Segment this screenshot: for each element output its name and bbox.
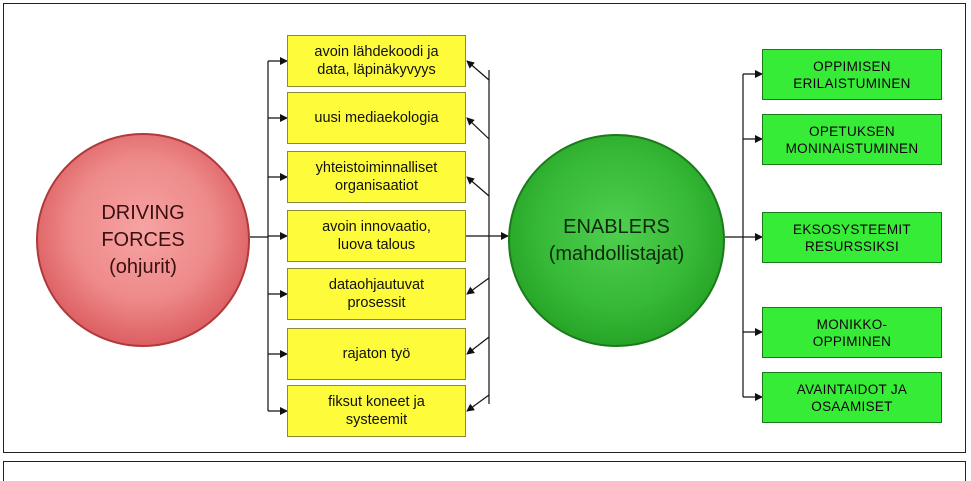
force-box: rajaton työ [287,328,466,380]
outcome-text: OPPIMINEN [812,333,892,349]
force-text: avoin innovaatio, [322,219,431,235]
force-text: yhteistoiminnalliset [315,160,438,176]
outcome-box: AVAINTAIDOT JA OSAAMISET [762,372,942,423]
enablers-label: ENABLERS [563,215,670,238]
force-box: dataohjautuvat prosessit [287,268,466,320]
driving-forces-circle: DRIVING FORCES (ohjurit) [36,133,250,347]
driving-forces-label: DRIVING [101,201,185,224]
outcome-box: EKSOSYSTEEMIT RESURSSIKSI [762,212,942,263]
driving-forces-label: FORCES [101,228,185,251]
force-box: avoin lähdekoodi ja data, läpinäkyvyys [287,35,466,87]
outcome-text: RESURSSIKSI [804,238,900,254]
enablers-sublabel: (mahdollistajat) [548,242,685,265]
force-box: avoin innovaatio, luova talous [287,210,466,262]
force-text: data, läpinäkyvyys [317,62,436,78]
outcome-text: MONINAISTUMINEN [785,140,919,156]
outcome-box: OPPIMISEN ERILAISTUMINEN [762,49,942,100]
outcome-text: OPETUKSEN [809,123,895,139]
force-text: fiksut koneet ja [328,394,425,410]
outcome-box: OPETUKSEN MONINAISTUMINEN [762,114,942,165]
outcome-text: EKSOSYSTEEMIT [793,221,911,237]
force-text: systeemit [345,412,408,428]
force-text: uusi mediaekologia [314,110,439,126]
outcome-text: OPPIMISEN [813,58,891,74]
force-text: organisaatiot [334,178,419,194]
outcome-box: MONIKKO- OPPIMINEN [762,307,942,358]
enablers-circle: ENABLERS (mahdollistajat) [508,134,725,347]
driving-forces-sublabel: (ohjurit) [109,255,177,278]
force-text: avoin lähdekoodi ja [314,44,439,60]
force-text: luova talous [337,237,416,253]
outcome-text: AVAINTAIDOT JA [796,381,908,397]
force-text: rajaton työ [342,346,411,362]
force-box: fiksut koneet ja systeemit [287,385,466,437]
force-box: uusi mediaekologia [287,92,466,144]
force-text: prosessit [347,295,406,311]
outcome-text: OSAAMISET [811,398,893,414]
force-text: dataohjautuvat [328,277,425,293]
outcome-text: MONIKKO- [816,316,888,332]
outcome-text: ERILAISTUMINEN [793,75,911,91]
caption-frame [3,461,966,481]
force-box: yhteistoiminnalliset organisaatiot [287,151,466,203]
